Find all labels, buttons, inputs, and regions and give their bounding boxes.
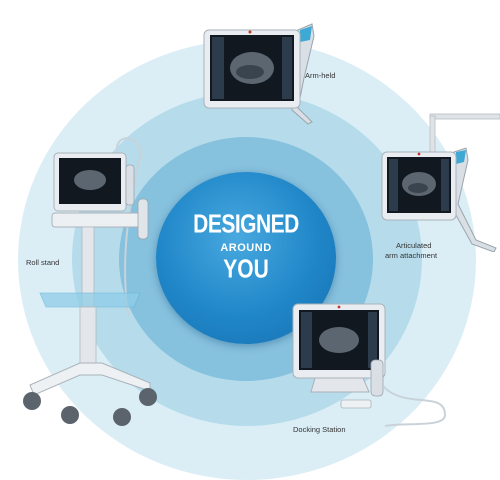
label-roll-stand: Roll stand bbox=[26, 258, 60, 267]
label-articulated-line-1: Articulated bbox=[396, 241, 432, 250]
label-docking-station: Docking Station bbox=[293, 425, 346, 434]
roll-stand-device bbox=[23, 137, 157, 426]
docking-station-device bbox=[292, 303, 447, 427]
label-arm-held: Arm-held bbox=[305, 71, 336, 80]
arm-held-device bbox=[203, 23, 315, 125]
slogan-line-3: YOU bbox=[223, 255, 269, 284]
articulated-arm-device bbox=[381, 113, 500, 252]
center-slogan: DESIGNED AROUND YOU bbox=[156, 210, 336, 284]
slogan-line-2: AROUND bbox=[220, 242, 272, 254]
label-articulated-line-2: arm attachment bbox=[385, 251, 438, 260]
slogan-line-1: DESIGNED bbox=[193, 210, 299, 239]
